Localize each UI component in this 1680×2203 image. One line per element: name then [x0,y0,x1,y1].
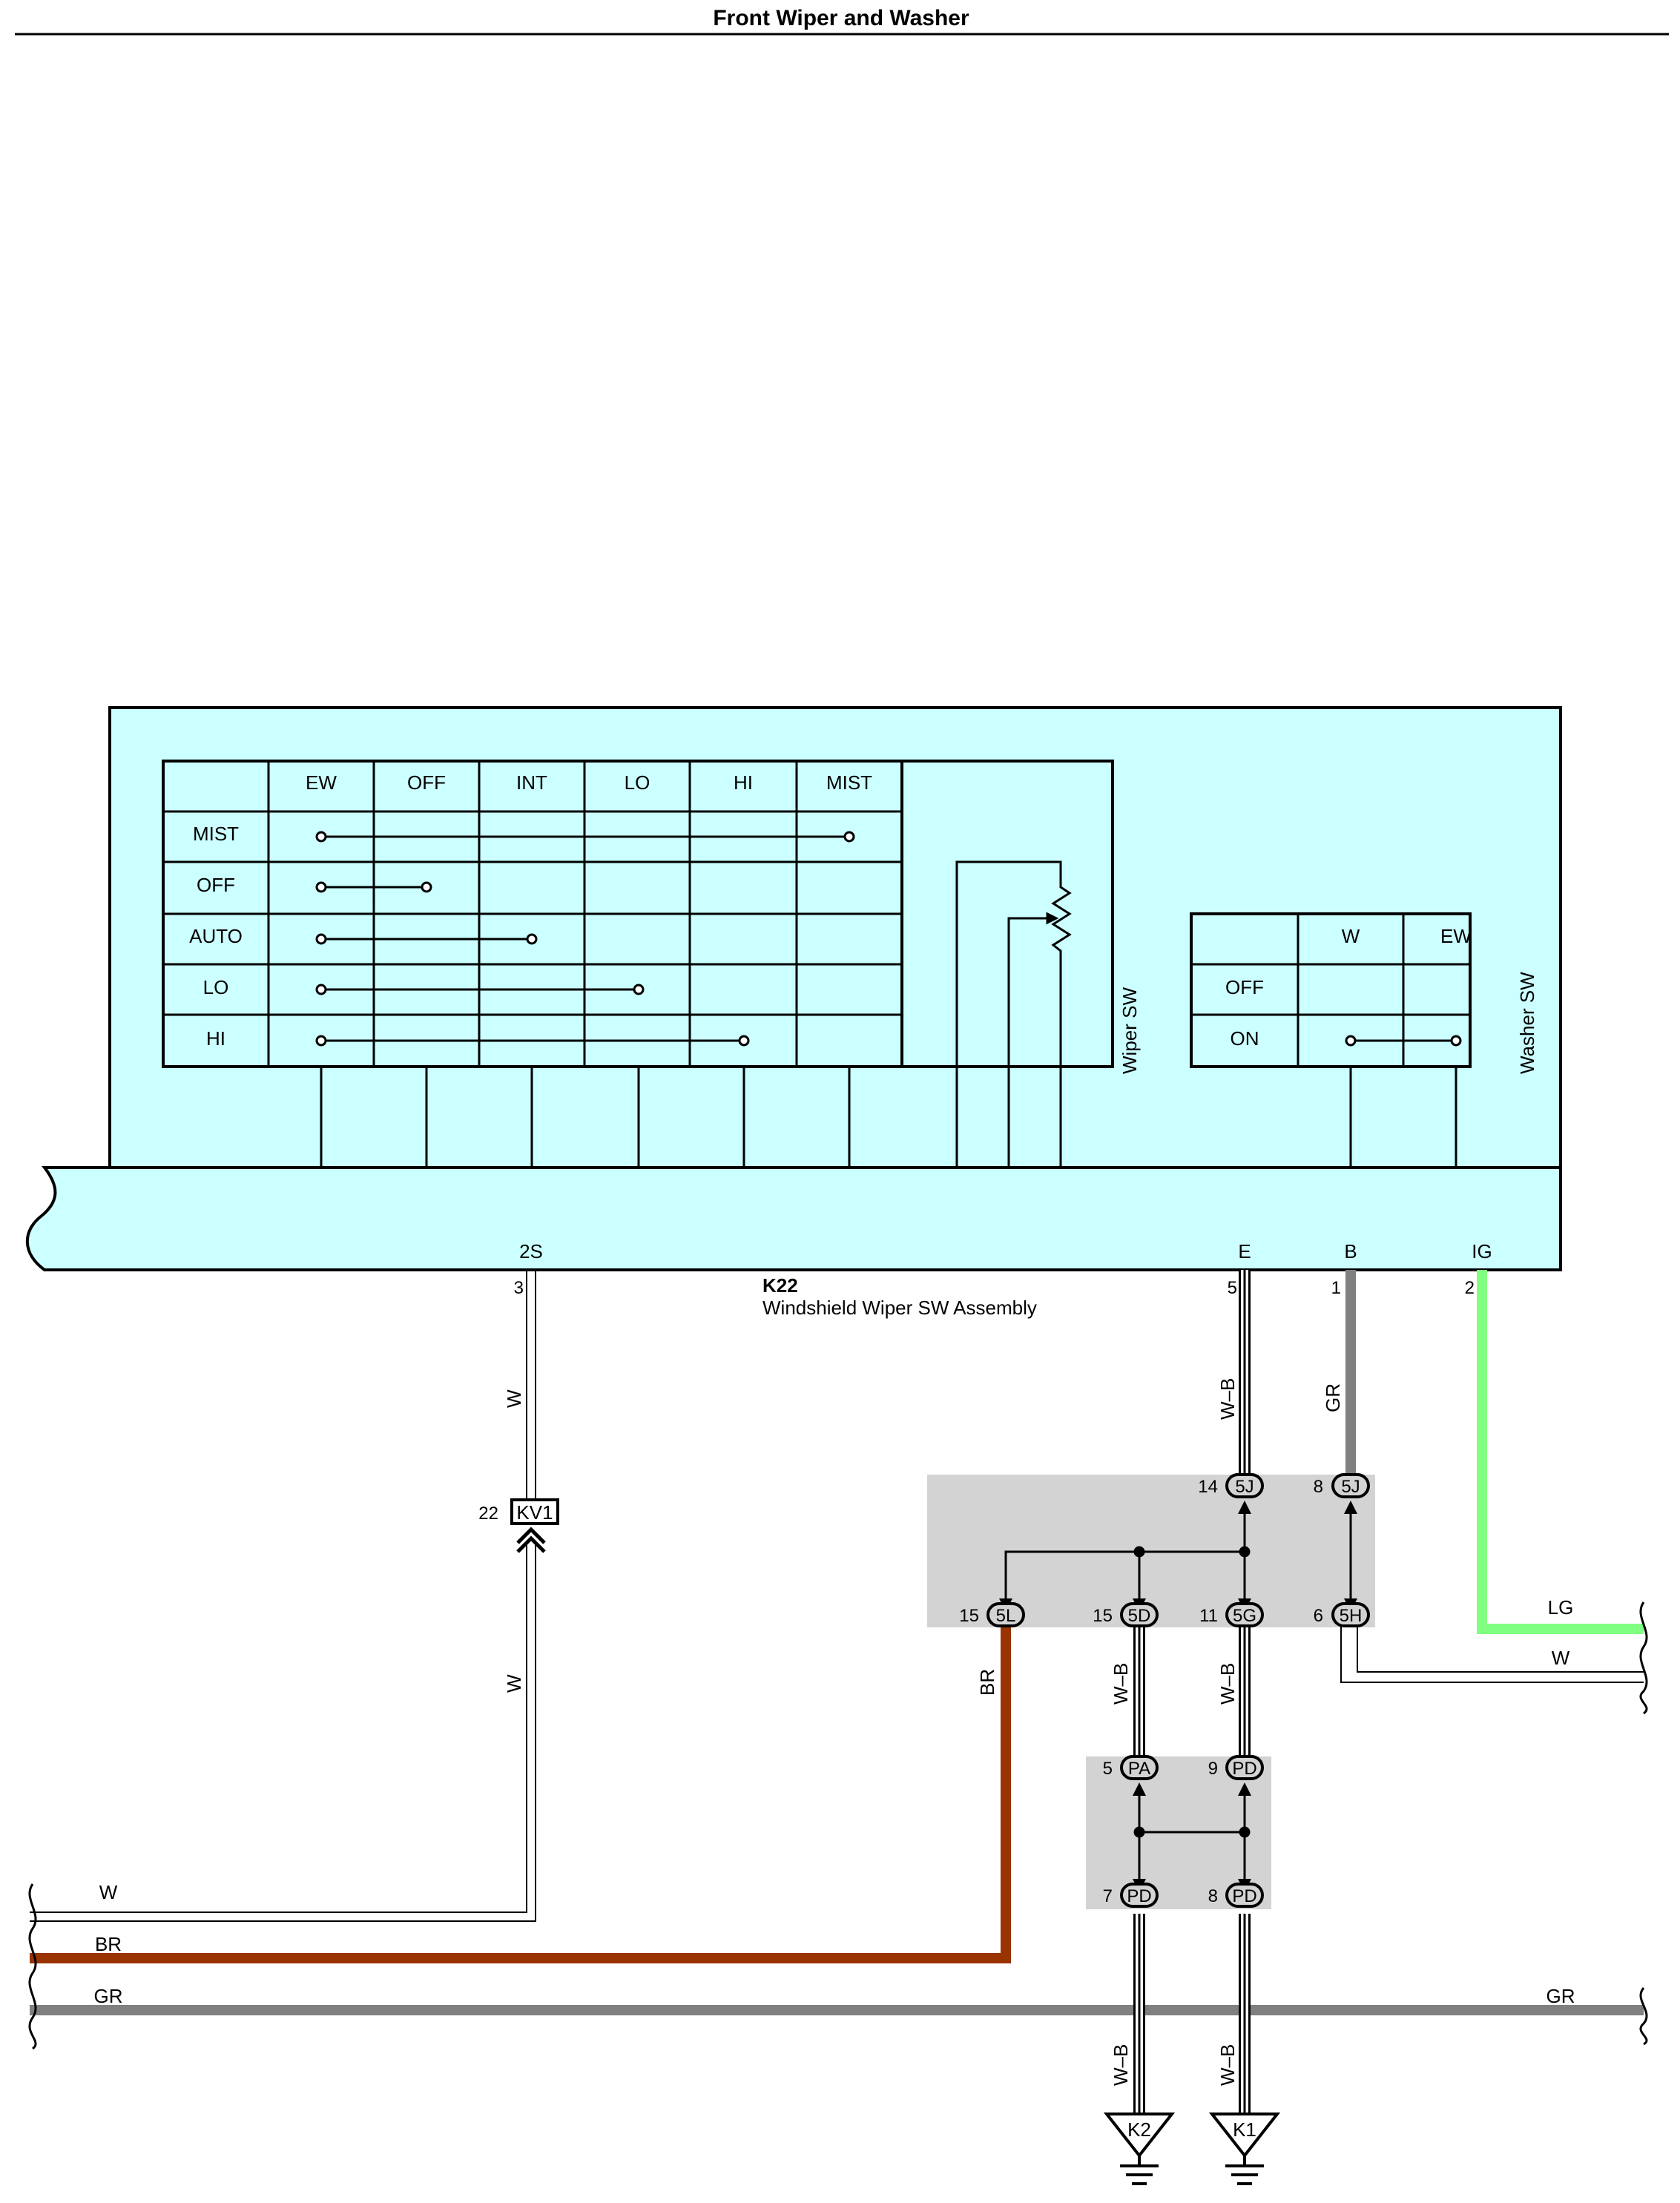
ground-k2: K2 [1103,2113,1176,2185]
wire-w-2s [30,1270,536,1922]
conn-pa-pin: 5 [1103,1759,1113,1779]
label-br-vertical: BR [976,1669,998,1696]
terminal-ig: IG [1472,1240,1492,1262]
switch-assembly [25,706,1562,1271]
component-code: K22 [762,1274,798,1297]
junction-bottom-internals [1133,1782,1251,1892]
junction-top-connectors: 5J 14 5J 8 5L 15 5D 15 5G 11 5H 6 [959,1473,1370,1627]
label-w-top: W [503,1389,525,1408]
conn-5h-label: 5H [1340,1606,1363,1626]
pin-2s: 3 [514,1278,524,1298]
assembly-connector-body [25,1166,1562,1271]
conn-5g-label: 5G [1233,1606,1256,1626]
label-lg: LG [1548,1596,1574,1619]
wire-wb-verticals [1133,1627,1251,2114]
label-wb-5d: W–B [1110,1663,1132,1705]
component-name: Windshield Wiper SW Assembly [762,1297,1037,1319]
wiper-col-hi: HI [734,771,753,794]
conn-pd8-label: PD [1232,1886,1256,1906]
washer-row-off: OFF [1225,976,1264,998]
terminal-e: E [1238,1240,1251,1262]
wiper-row-mist: MIST [193,823,239,845]
terminal-2s: 2S [519,1240,543,1262]
pin-e: 5 [1228,1278,1237,1298]
junction-top-internals [999,1501,1357,1612]
wiper-switch-table: EW OFF INT LO HI MIST MIST OFF AUTO LO H… [162,760,1141,1168]
conn-5d-pin: 15 [1093,1606,1113,1626]
label-wb-5g: W–B [1216,1663,1239,1705]
label-br-left: BR [95,1933,122,1955]
conn-5d-label: 5D [1128,1606,1151,1626]
wiper-row-auto: AUTO [189,925,243,947]
washer-row-on: ON [1231,1027,1259,1050]
label-w-left: W [99,1881,118,1903]
wiper-row-lo: LO [203,976,229,998]
washer-col-ew: EW [1440,925,1472,947]
wiper-col-off: OFF [407,771,446,794]
wiper-col-lo: LO [625,771,650,794]
connector-kv1: KV1 22 [478,1498,559,1553]
wire-w-5h [1340,1626,1644,1683]
wiper-col-int: INT [516,771,547,794]
label-wb-k2: W–B [1110,2044,1132,2086]
conn-pd7-pin: 7 [1103,1886,1113,1906]
label-wb-e: W–B [1216,1378,1239,1420]
conn-5l-pin: 15 [959,1606,979,1626]
label-w-5h: W [1552,1647,1570,1669]
ground-k1-label: K1 [1233,2118,1256,2141]
conn-pa-label: PA [1128,1759,1150,1779]
label-gr-b: GR [1322,1383,1344,1412]
conn-pd9-label: PD [1232,1759,1256,1779]
conn-5l-label: 5L [996,1606,1016,1626]
terminal-b: B [1344,1240,1357,1262]
conn-pd8-pin: 8 [1208,1886,1218,1906]
washer-sw-label: Washer SW [1516,972,1538,1074]
junction-bottom-connectors: PA 5 PD 9 PD 7 PD 8 [1103,1755,1264,1908]
wiper-switch-leads [320,1067,851,1168]
wire-br [30,1627,1011,1963]
conn-5g-pin: 11 [1199,1606,1218,1626]
wiper-col-ew: EW [306,771,337,794]
conn-8-label: 5J [1341,1477,1360,1497]
conn-pd7-label: PD [1127,1886,1151,1906]
label-gr-right: GR [1546,1985,1575,2007]
connector-kv1-label: KV1 [516,1501,553,1524]
wire-break-marks [28,1601,1648,2050]
potentiometer-symbol [955,860,1072,1168]
label-w-bottom: W [503,1674,525,1693]
washer-switch-table: W EW OFF ON Washer SW [1190,912,1538,1168]
conn-5h-pin: 6 [1314,1606,1323,1626]
wiper-row-off: OFF [197,874,235,896]
ground-k2-label: K2 [1127,2118,1151,2141]
washer-col-w: W [1342,925,1360,947]
wiper-sw-label: Wiper SW [1119,987,1141,1074]
conn-14-label: 5J [1235,1477,1254,1497]
label-gr-left: GR [94,1985,123,2007]
connector-kv1-pin: 22 [478,1504,498,1524]
wiper-col-mist: MIST [826,771,872,794]
conn-8-pin: 8 [1314,1477,1323,1497]
wiper-row-hi: HI [206,1027,225,1050]
wire-lg-ig [1477,1270,1644,1634]
conn-pd9-pin: 9 [1208,1759,1218,1779]
pin-ig: 2 [1465,1278,1475,1298]
ground-k1: K1 [1208,2113,1281,2185]
page-title: Front Wiper and Washer [713,6,969,30]
conn-14-pin: 14 [1198,1477,1218,1497]
label-wb-k1: W–B [1216,2044,1239,2086]
pin-b: 1 [1331,1278,1341,1298]
